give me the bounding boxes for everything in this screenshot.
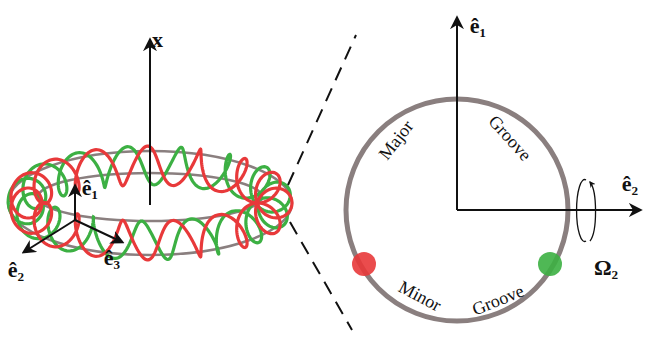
dna-strand — [11, 146, 292, 260]
basis-label: ê₂ — [8, 259, 24, 281]
frame-arrow — [457, 209, 640, 211]
basis-label: ê₁ — [82, 177, 98, 199]
zoom-line — [290, 222, 352, 330]
groove-label: Major — [375, 117, 416, 163]
strand-dot — [538, 252, 562, 276]
vector-label: x⃗ — [152, 29, 180, 51]
frame-arrow — [456, 18, 458, 210]
rotation-arc — [577, 180, 586, 242]
rotation-arc — [590, 182, 596, 241]
strand-dot — [352, 252, 376, 276]
groove-label: Groove — [485, 112, 534, 164]
frame-arrow — [75, 220, 122, 242]
basis-label: ê₂ — [622, 173, 638, 195]
zoom-line — [288, 35, 356, 185]
frame-arrow — [74, 186, 76, 220]
frame-arrow — [24, 220, 75, 252]
rotation-label: Ω₂ — [594, 257, 618, 279]
basis-label: ê₁ — [470, 15, 486, 37]
axis-arrow — [149, 40, 151, 205]
basis-label: ê₃ — [104, 247, 120, 269]
